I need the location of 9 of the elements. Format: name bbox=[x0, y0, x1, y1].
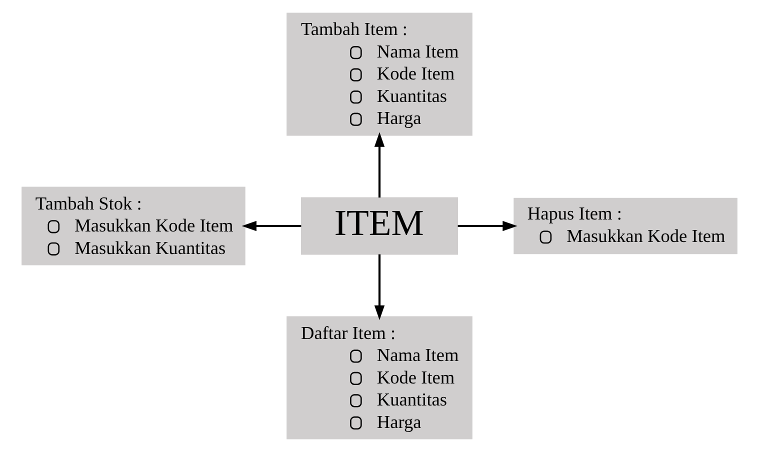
node-box: ITEM bbox=[300, 197, 458, 255]
arrow bbox=[374, 132, 385, 198]
node-box: Daftar Item : Nama Item Kode Item Kuantitas Harga bbox=[286, 316, 472, 440]
node-box: Tambah Stok : Masukkan Kode Item Masukkan Kuantitas bbox=[22, 186, 246, 266]
arrow bbox=[242, 220, 302, 232]
node-box: Tambah Item : Nama Item Kode Item Kuantitas Harga bbox=[286, 12, 472, 136]
arrow bbox=[458, 220, 518, 232]
node-box: Hapus Item : Masukkan Kode Item bbox=[514, 198, 738, 254]
arrow bbox=[374, 254, 385, 320]
